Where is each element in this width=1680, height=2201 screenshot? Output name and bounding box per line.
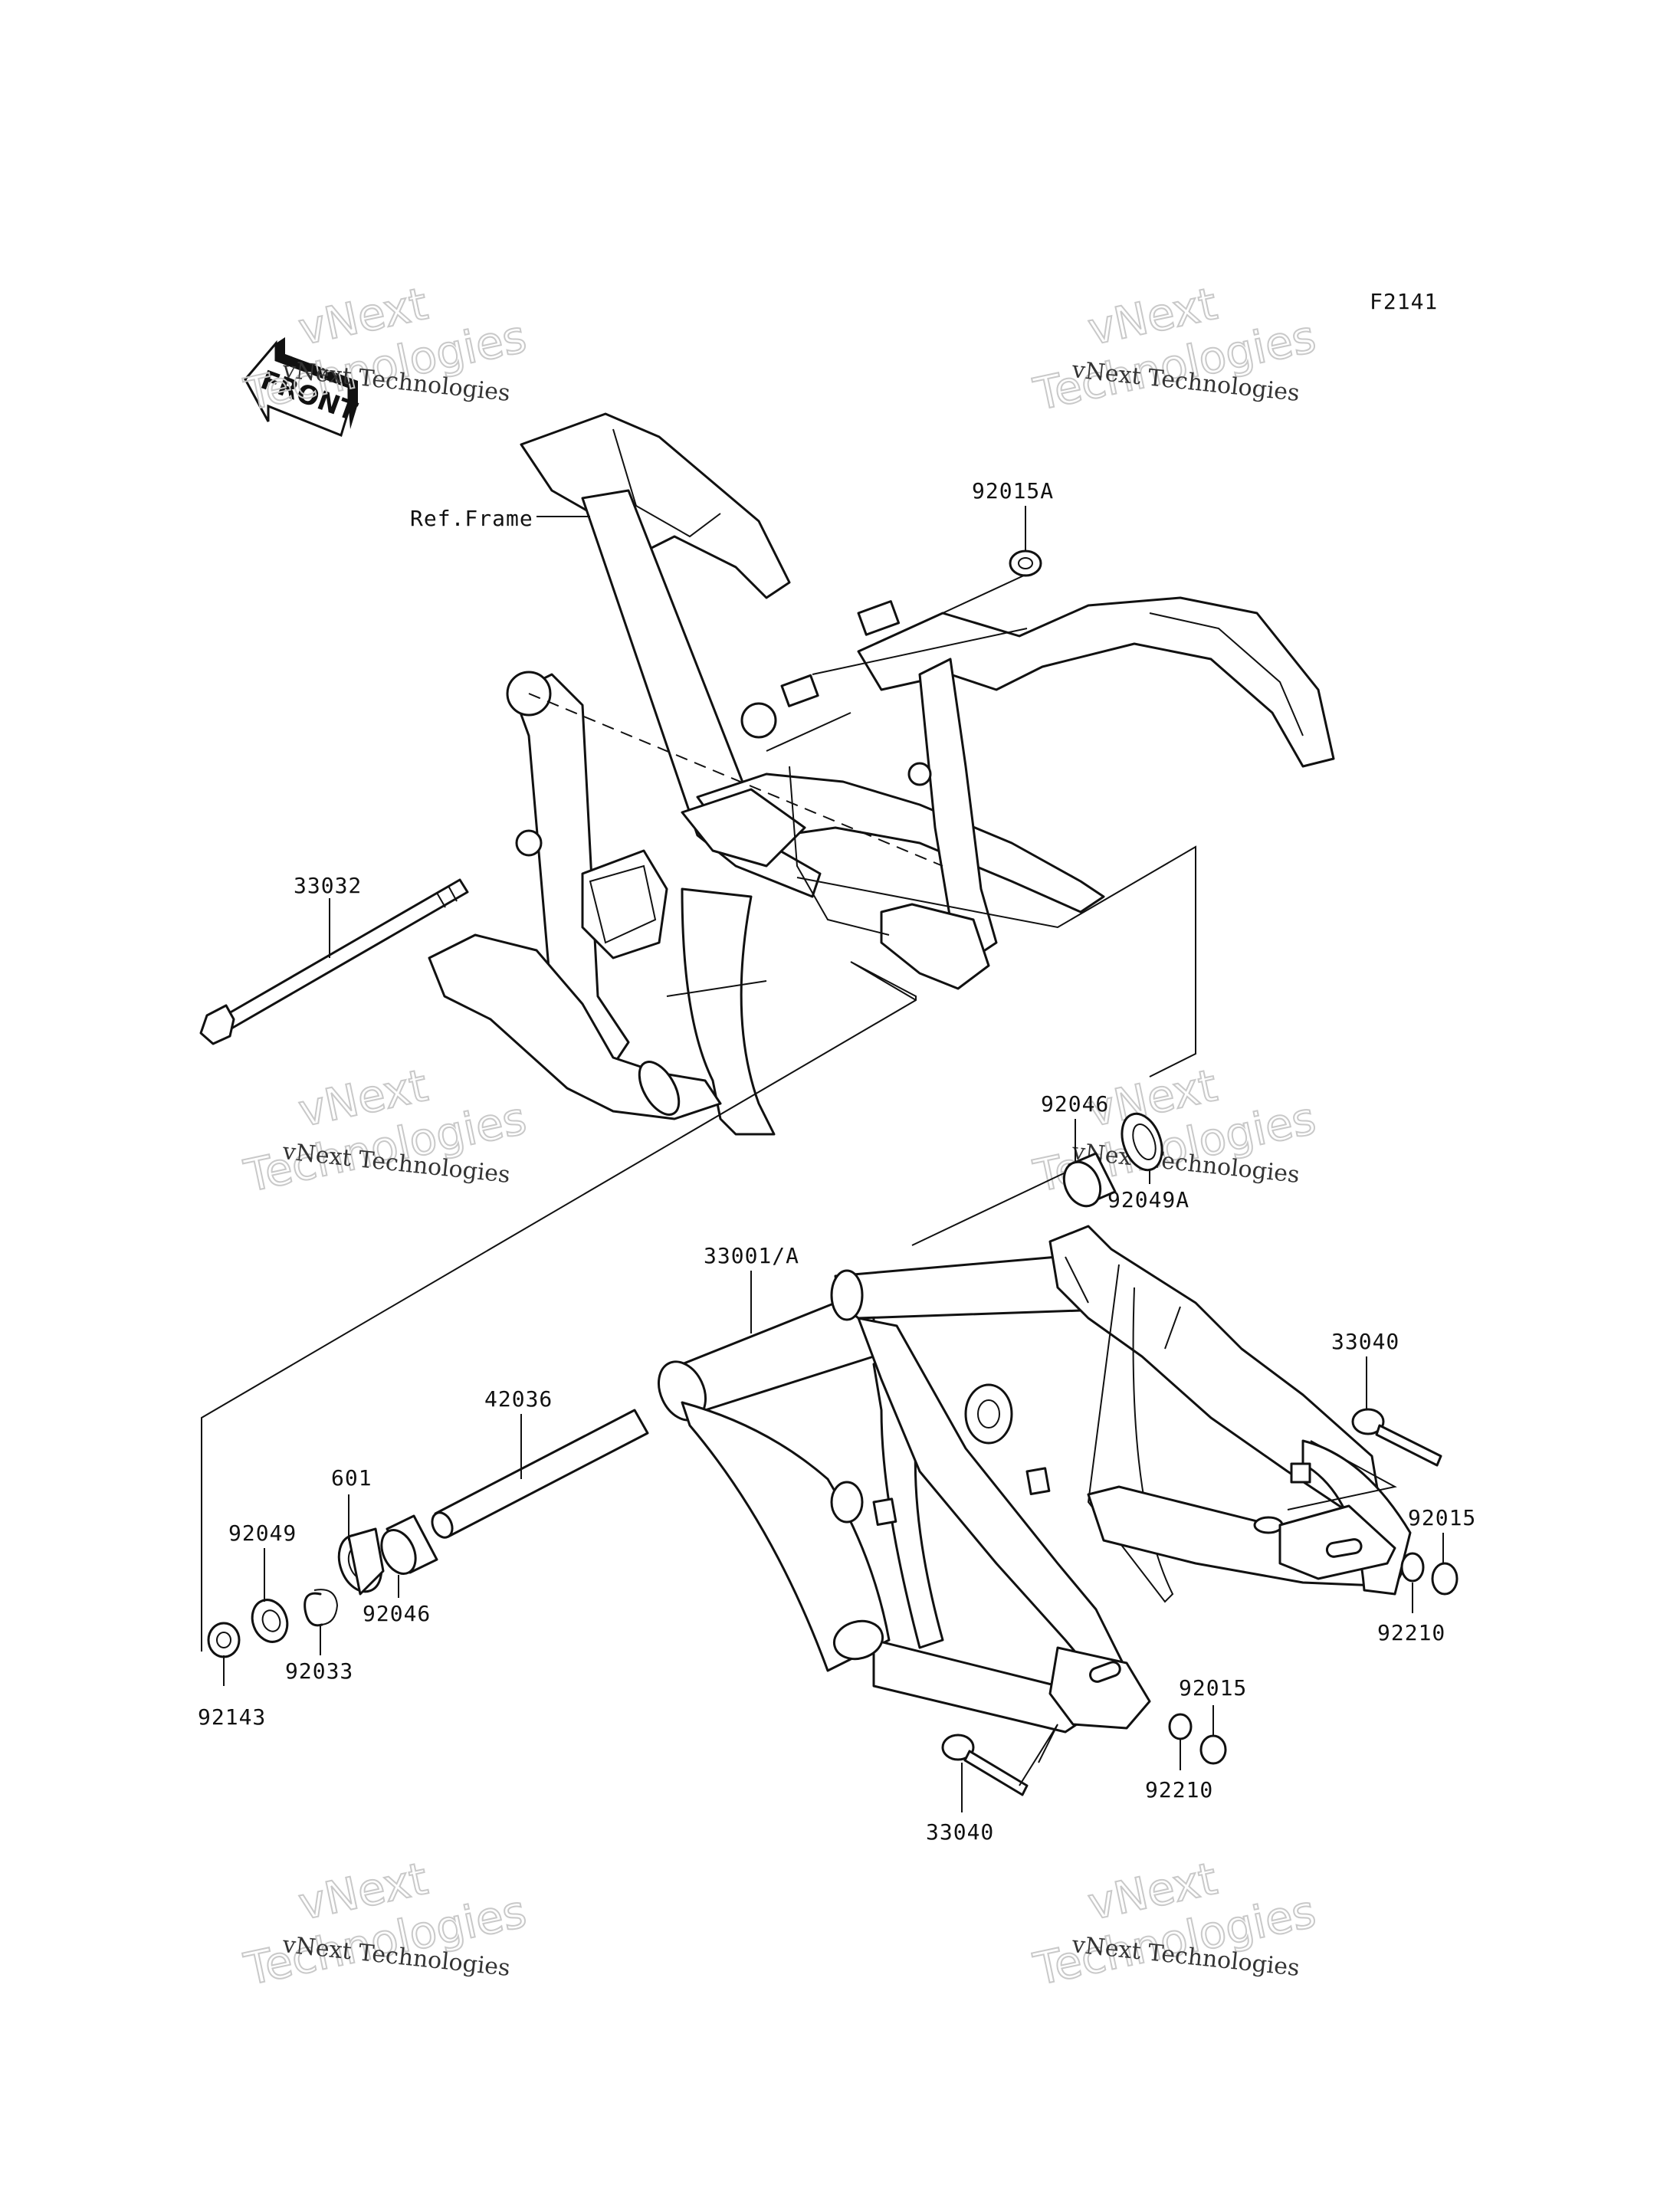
part-92143-spacer[interactable] xyxy=(207,1622,241,1658)
part-92046-lower-needle-bearing[interactable] xyxy=(375,1514,438,1579)
label-92046-bottom[interactable]: 92046 xyxy=(363,1601,431,1626)
part-92210-right-washer[interactable] xyxy=(1400,1552,1425,1583)
label-92210-lower[interactable]: 92210 xyxy=(1145,1777,1213,1802)
part-92210-lower-washer[interactable] xyxy=(1168,1713,1193,1740)
label-92046-top[interactable]: 92046 xyxy=(1041,1091,1109,1117)
label-33001A[interactable]: 33001/A xyxy=(704,1243,799,1268)
part-33040-lower-adjuster-bolt[interactable] xyxy=(941,1734,1029,1796)
label-ref-frame[interactable]: Ref.Frame xyxy=(410,506,533,531)
part-92033-circlip[interactable] xyxy=(304,1589,339,1627)
label-92049A[interactable]: 92049A xyxy=(1107,1187,1189,1212)
label-92049[interactable]: 92049 xyxy=(228,1520,297,1546)
label-92210-right[interactable]: 92210 xyxy=(1377,1620,1445,1645)
watermark-bottom-right: vNext Technologies vNext Technologies xyxy=(1029,1852,1321,1996)
label-92015-right[interactable]: 92015 xyxy=(1408,1505,1476,1530)
part-33032-pivot-shaft[interactable] xyxy=(199,878,469,1045)
part-92049-oil-seal[interactable] xyxy=(247,1595,293,1647)
part-601-ball-bearing[interactable] xyxy=(332,1527,389,1598)
frame-drawing xyxy=(428,412,1335,1136)
part-92015-lower-nut[interactable] xyxy=(1199,1734,1227,1765)
label-33032[interactable]: 33032 xyxy=(294,873,362,898)
diagram-code: F2141 xyxy=(1370,289,1438,314)
part-92015-right-nut[interactable] xyxy=(1431,1562,1459,1596)
watermark-top-right: vNext Technologies vNext Technologies xyxy=(1029,277,1321,422)
watermark-mid-left: vNext Technologies vNext Technologies xyxy=(239,1058,532,1203)
label-92033[interactable]: 92033 xyxy=(285,1658,353,1684)
label-42036[interactable]: 42036 xyxy=(484,1386,553,1412)
label-33040-bottom[interactable]: 33040 xyxy=(926,1819,994,1845)
part-33040-right-adjuster-bolt[interactable] xyxy=(1351,1408,1442,1467)
part-92046-upper-needle-bearing[interactable] xyxy=(1057,1152,1117,1212)
label-92143[interactable]: 92143 xyxy=(198,1704,266,1730)
part-42036-collar[interactable] xyxy=(428,1409,649,1540)
label-33040-right[interactable]: 33040 xyxy=(1331,1329,1399,1354)
part-92015A-nut[interactable] xyxy=(1009,549,1042,577)
watermark-bottom-left: vNext Technologies vNext Technologies xyxy=(239,1852,532,1996)
part-92049A-seal[interactable] xyxy=(1114,1108,1169,1176)
label-92015A[interactable]: 92015A xyxy=(972,478,1054,504)
label-601[interactable]: 601 xyxy=(331,1465,372,1491)
part-33001A-swingarm[interactable] xyxy=(650,1225,1412,1734)
label-92015-lower[interactable]: 92015 xyxy=(1179,1675,1247,1701)
